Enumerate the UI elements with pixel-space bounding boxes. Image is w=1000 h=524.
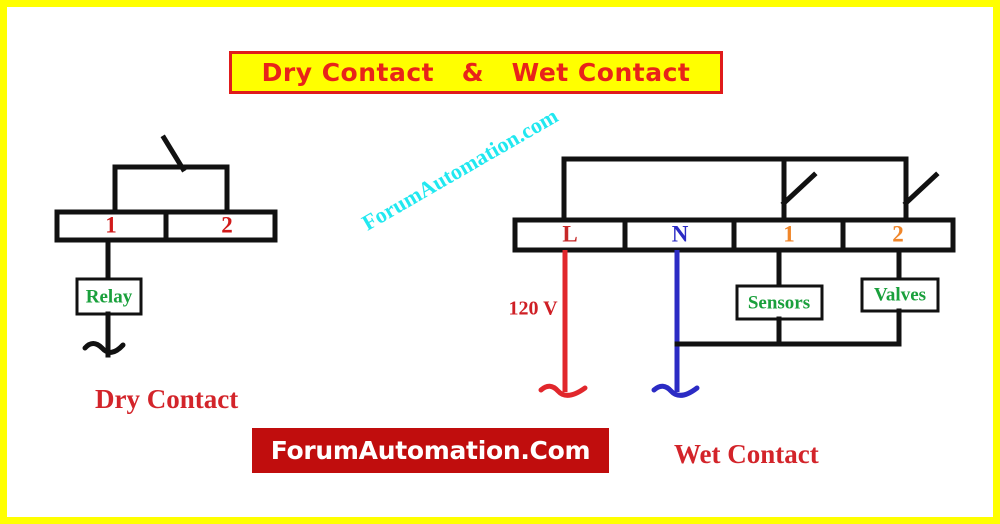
title-banner: Dry Contact & Wet Contact (229, 51, 723, 94)
dry-wire-end-squiggle (82, 341, 126, 355)
relay-component: Relay (75, 277, 143, 316)
relay-box (75, 277, 143, 316)
wet-terminal-N-label: N (672, 221, 689, 246)
wet-bus-left-segment (561, 156, 787, 223)
line-wire-end-squiggle (538, 383, 588, 398)
dry-contact-wiring (112, 164, 230, 215)
dry-contact-caption: Dry Contact (95, 384, 239, 414)
wet-top-bus (561, 156, 909, 223)
wet-terminal-2-label: 2 (892, 221, 904, 246)
wet-terminal-block-outline (512, 217, 956, 253)
watermark-text: ForumAutomation.com (357, 102, 563, 236)
line-wire (538, 250, 588, 398)
relay-label: Relay (86, 286, 133, 307)
wet-terminal-L-label: L (562, 221, 577, 246)
sensor-switch-blade[interactable] (780, 171, 818, 207)
voltage-label: 120 V (508, 298, 558, 320)
neutral-wire-end-squiggle (651, 383, 700, 398)
dry-wire-right (182, 164, 230, 215)
site-banner-text: ForumAutomation.Com (270, 436, 591, 465)
sensors-label: Sensors (748, 292, 810, 313)
neutral-wire (651, 250, 700, 398)
sensors-component: Sensors (735, 247, 824, 347)
dry-switch-blade[interactable] (160, 134, 187, 173)
dry-terminal-1-label: 1 (105, 212, 117, 237)
wet-contact-caption: Wet Contact (674, 439, 819, 469)
title-text: Dry Contact & Wet Contact (261, 58, 691, 87)
valves-label: Valves (874, 284, 926, 305)
dry-contact-switch[interactable] (160, 134, 187, 173)
dry-terminal-block-outline (54, 209, 278, 243)
wet-bus-drop-2 (781, 156, 909, 185)
valves-box (860, 277, 940, 313)
valves-component: Valves (860, 247, 940, 347)
sensors-box (735, 284, 824, 321)
wet-terminal-1-label: 1 (783, 221, 795, 246)
wet-terminal-block: L N 1 2 (512, 217, 956, 253)
dry-terminal-2-label: 2 (221, 212, 233, 237)
site-banner: ForumAutomation.Com (252, 428, 609, 473)
sensor-switch[interactable] (780, 171, 818, 223)
dry-terminal-block: 1 2 (54, 209, 278, 243)
valve-switch[interactable] (902, 171, 940, 223)
valve-switch-blade[interactable] (902, 171, 940, 207)
dry-wire-left (112, 164, 182, 215)
